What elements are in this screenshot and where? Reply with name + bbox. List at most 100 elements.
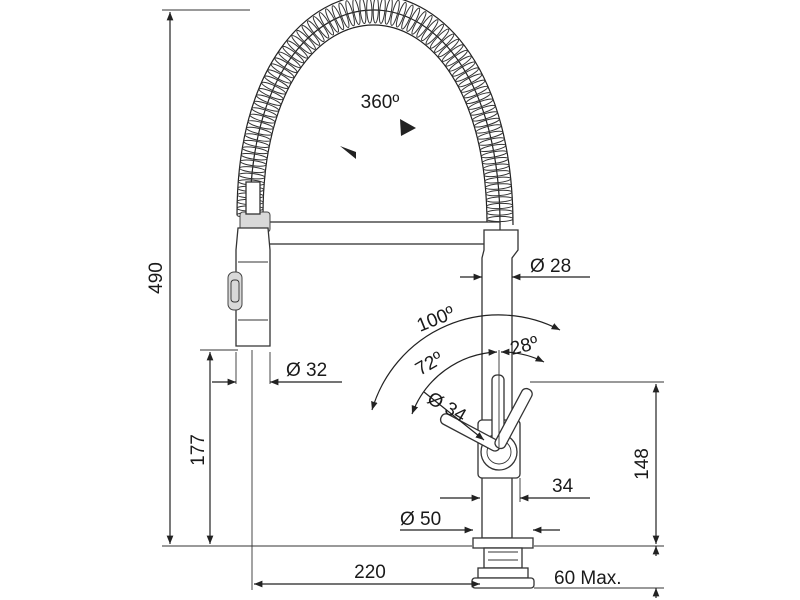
coil-ring	[481, 156, 509, 165]
coil-ring	[448, 55, 472, 72]
coil-ring	[395, 1, 407, 28]
coil-ring	[390, 0, 400, 26]
coil-ring	[331, 5, 345, 31]
coil-ring	[338, 2, 350, 29]
dim-deck-thickness	[534, 546, 664, 598]
coil-ring	[425, 23, 445, 45]
base-diameter-label: Ø 50	[400, 509, 441, 530]
coil-ring	[478, 137, 505, 146]
coil-ring	[477, 130, 504, 140]
coil-ring	[434, 33, 455, 53]
coil-ring	[261, 81, 287, 95]
coil-ring	[445, 49, 468, 67]
coil-ring	[479, 143, 507, 152]
handle-offset-label: 34	[552, 476, 574, 497]
rotation-label: 360º	[361, 92, 400, 113]
right-height-label: 148	[632, 448, 653, 480]
dim-total-height	[162, 9, 472, 547]
deck-thickness-label: 60 Max.	[554, 568, 622, 589]
coil-ring	[325, 8, 340, 33]
angle-front-label: 72º	[412, 348, 447, 380]
coil-ring	[485, 196, 513, 203]
coil-ring	[286, 40, 308, 59]
angle-back-label: 28º	[508, 333, 540, 360]
dim-left-height	[200, 349, 238, 544]
coil-ring	[482, 163, 510, 171]
dim-angles	[371, 314, 561, 447]
coil-ring	[458, 73, 483, 88]
coil-ring	[240, 152, 268, 161]
coil-ring	[483, 170, 511, 178]
coil-ring	[486, 209, 514, 216]
head-diameter-label: Ø 32	[286, 360, 327, 381]
coil-ring	[463, 85, 489, 99]
dim-head-diameter	[212, 352, 342, 386]
coil-ring	[239, 166, 266, 174]
coil-ring	[484, 176, 512, 184]
spout-diameter-label: Ø 28	[530, 256, 571, 277]
coil-ring	[465, 92, 491, 105]
coil-ring	[238, 172, 266, 180]
coil-ring	[438, 38, 460, 58]
coil-ring	[267, 69, 292, 84]
dim-reach	[251, 350, 480, 590]
coil-ring	[270, 63, 295, 79]
coil-ring	[282, 45, 305, 64]
coil-ring	[486, 202, 514, 210]
coil-ring	[484, 183, 512, 190]
dim-handle-offset	[440, 478, 590, 502]
coil-ring	[291, 35, 312, 55]
coil-ring	[249, 113, 276, 124]
coil-ring	[406, 7, 421, 32]
coil-ring	[452, 61, 476, 77]
coil-ring	[247, 120, 274, 130]
coil-ring	[366, 0, 373, 24]
coil-ring	[345, 0, 355, 27]
angle-total-label: 100º	[414, 303, 458, 337]
coil-ring	[312, 16, 330, 39]
coil-ring	[239, 159, 267, 167]
coil-ring	[378, 0, 386, 24]
coil-ring	[255, 94, 282, 106]
coil-ring	[253, 100, 280, 112]
coil-ring	[468, 98, 494, 110]
coil-ring	[429, 28, 450, 49]
coil-ring	[296, 29, 316, 50]
coil-ring	[274, 57, 298, 74]
coil-ring	[441, 44, 464, 62]
rotation-arrow-icon	[332, 119, 424, 159]
coil-ring	[411, 11, 427, 35]
coil-ring	[278, 51, 301, 69]
coil-ring	[472, 111, 498, 122]
coil-ring	[460, 79, 486, 93]
dim-right-height	[530, 381, 664, 547]
coil-ring	[359, 0, 367, 25]
coil-ring	[455, 67, 480, 82]
coil-ring	[470, 104, 496, 116]
faucet-base	[471, 537, 535, 589]
coil-ring	[318, 12, 335, 36]
coil-ring	[245, 126, 273, 136]
coil-ring	[421, 19, 439, 42]
coil-ring	[473, 117, 500, 128]
coil-ring	[401, 4, 414, 30]
coil-ring	[480, 150, 508, 159]
spray-head	[227, 227, 271, 347]
coil-ring	[301, 25, 321, 46]
spout-arm	[239, 181, 501, 245]
coil-ring	[384, 0, 393, 25]
coil-ring	[243, 139, 270, 148]
spring-coil	[236, 0, 514, 226]
coil-ring	[244, 133, 271, 142]
coil-ring	[307, 20, 325, 43]
coil-ring	[372, 0, 379, 24]
total-height-label: 490	[146, 262, 167, 294]
reach-label: 220	[354, 562, 386, 583]
left-height-label: 177	[188, 434, 209, 466]
coil-ring	[264, 75, 289, 89]
coil-ring	[485, 189, 513, 197]
coil-ring	[475, 124, 502, 134]
coil-ring	[251, 107, 278, 118]
coil-ring	[258, 88, 284, 101]
